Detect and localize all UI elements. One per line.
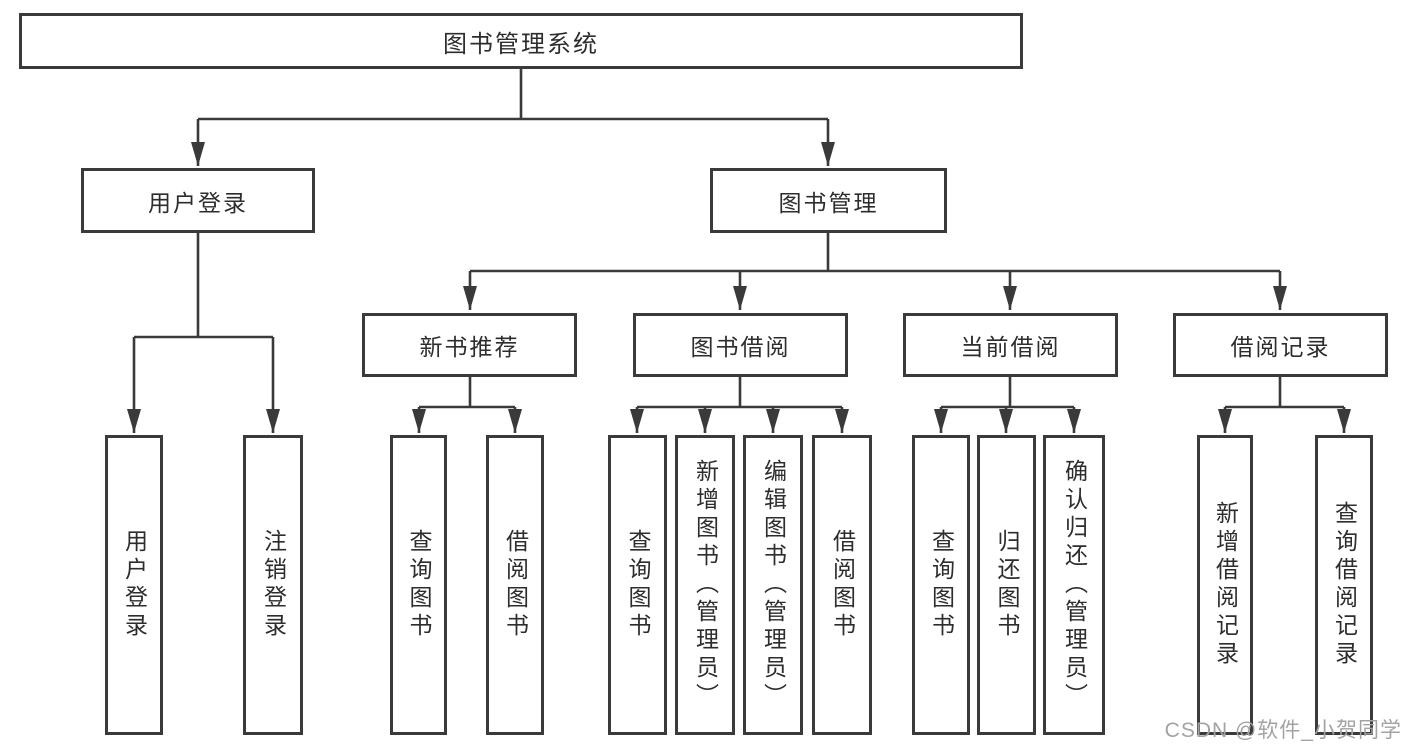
leaf-logout-label: 注销登录: [260, 529, 287, 641]
leaf-confirm-return-admin-label: 确认归还（管理员）: [1061, 459, 1088, 711]
box-book-borrow-label: 图书借阅: [690, 334, 791, 360]
leaf-add-borrow-record-label: 新增借阅记录: [1212, 501, 1239, 669]
leaf-query-book-recommend-label: 查询图书: [406, 529, 432, 641]
leaf-confirm-return-admin: 确认归还（管理员）: [1043, 435, 1105, 735]
leaf-query-book-current: 查询图书: [912, 435, 970, 735]
leaf-edit-book-admin: 编辑图书（管理员）: [743, 435, 803, 735]
leaf-query-borrow-record: 查询借阅记录: [1315, 435, 1373, 735]
leaf-user-login-label: 用户登录: [121, 529, 148, 641]
box-borrow-record-label: 借阅记录: [1230, 334, 1331, 360]
leaf-edit-book-admin-label: 编辑图书（管理员）: [760, 459, 787, 711]
leaf-user-login: 用户登录: [105, 435, 163, 735]
leaf-return-book-label: 归还图书: [994, 529, 1020, 641]
leaf-add-borrow-record: 新增借阅记录: [1197, 435, 1253, 735]
box-library-system: 图书管理系统: [19, 13, 1023, 69]
box-book-management-label: 图书管理: [778, 189, 879, 216]
leaf-query-book-current-label: 查询图书: [928, 529, 955, 641]
leaf-query-book-borrow: 查询图书: [608, 435, 667, 735]
leaf-borrow-book-recommend: 借阅图书: [486, 435, 544, 735]
box-book-management: 图书管理: [710, 168, 947, 233]
leaf-query-book-borrow-label: 查询图书: [625, 529, 651, 641]
box-user-login: 用户登录: [81, 168, 315, 233]
leaf-add-book-admin-label: 新增图书（管理员）: [692, 459, 719, 711]
leaf-borrow-book-recommend-label: 借阅图书: [502, 529, 529, 641]
leaf-query-borrow-record-label: 查询借阅记录: [1331, 501, 1358, 669]
leaf-return-book: 归还图书: [977, 435, 1036, 735]
csdn-watermark: CSDN @软件_小贺同学: [1164, 719, 1402, 742]
box-library-system-label: 图书管理系统: [443, 30, 599, 58]
box-current-borrow-label: 当前借阅: [960, 334, 1061, 360]
leaf-add-book-admin: 新增图书（管理员）: [675, 435, 735, 735]
leaf-query-book-recommend: 查询图书: [390, 435, 447, 735]
leaf-logout: 注销登录: [243, 435, 303, 735]
box-current-borrow: 当前借阅: [903, 313, 1118, 377]
box-book-borrow: 图书借阅: [633, 313, 848, 377]
box-borrow-record: 借阅记录: [1173, 313, 1388, 377]
box-user-login-label: 用户登录: [148, 189, 248, 216]
box-new-book-recommend: 新书推荐: [362, 313, 577, 377]
box-new-book-recommend-label: 新书推荐: [419, 334, 520, 360]
leaf-borrow-book: 借阅图书: [812, 435, 872, 735]
leaf-borrow-book-label: 借阅图书: [829, 529, 856, 641]
